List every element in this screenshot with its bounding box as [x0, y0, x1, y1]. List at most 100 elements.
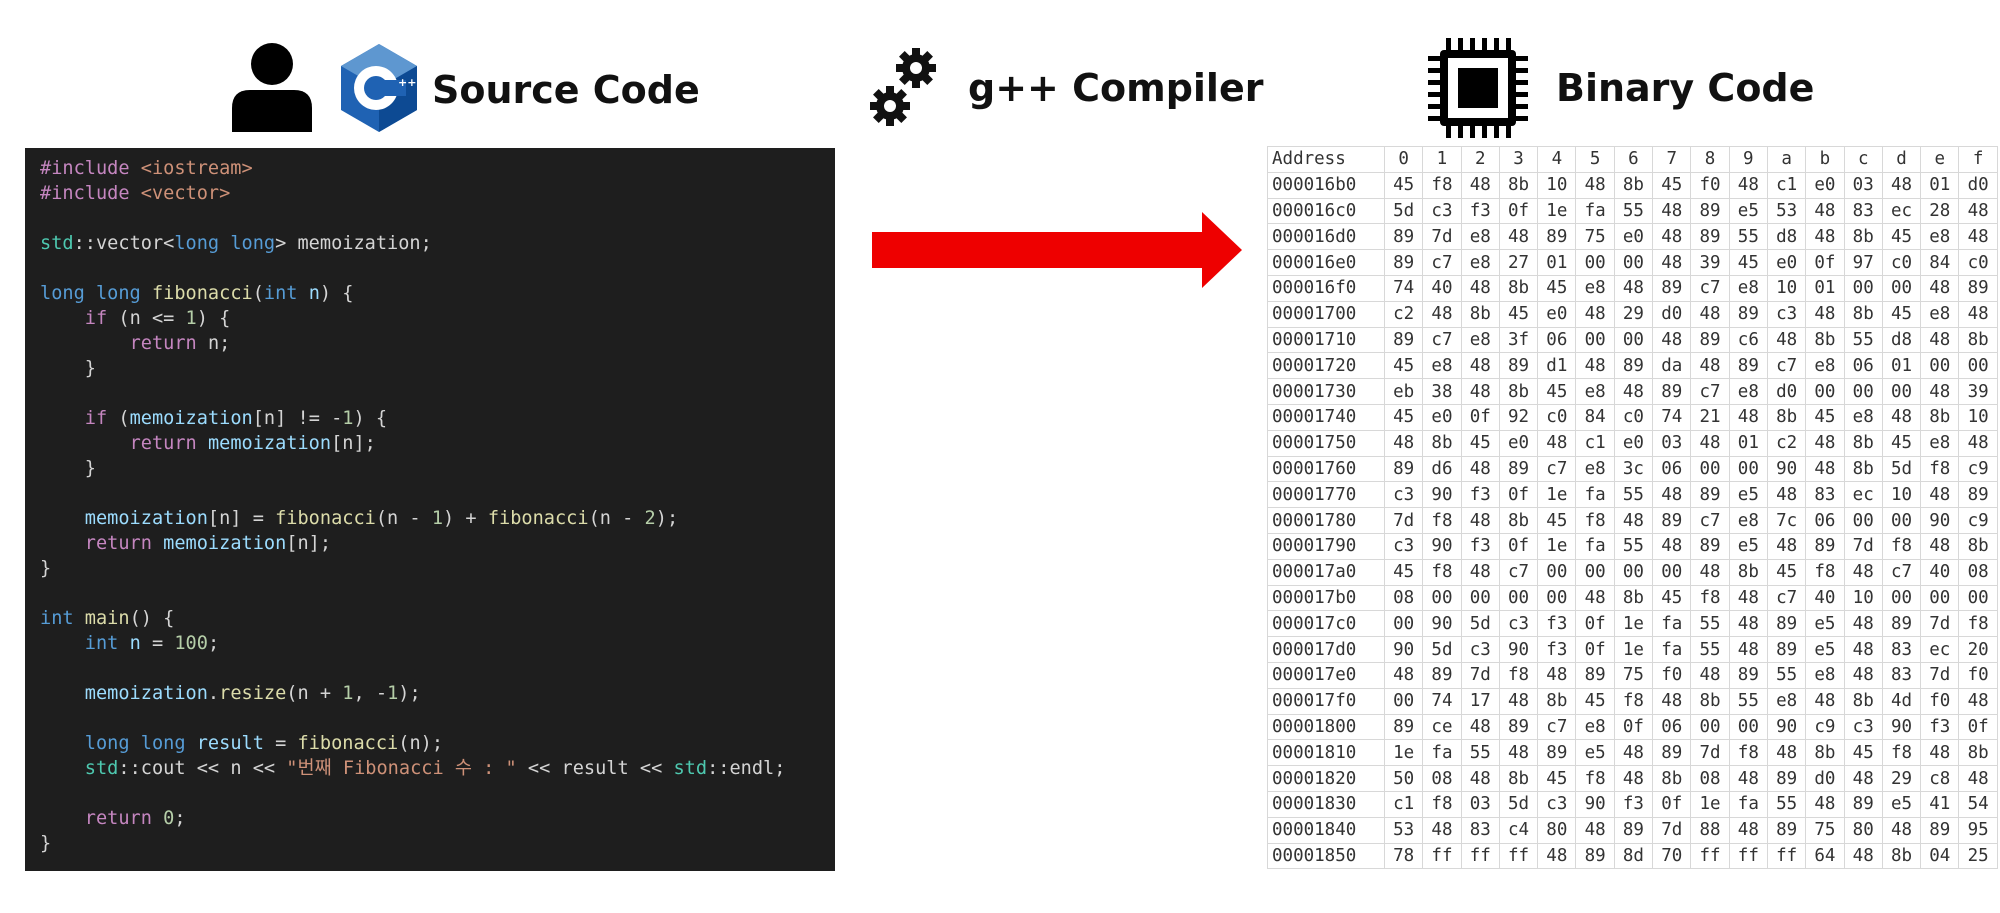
byte-cell: e8	[1422, 352, 1462, 380]
byte-cell: 03	[1843, 171, 1883, 199]
code-token: 0	[163, 808, 175, 829]
byte-cell: 48	[1843, 636, 1883, 663]
code-token: ;	[174, 808, 186, 829]
byte-cell: 20	[1958, 636, 1998, 663]
byte-cell: 48	[1843, 661, 1883, 689]
byte-cell: 48	[1575, 300, 1615, 328]
byte-cell: 55	[1460, 739, 1500, 767]
byte-cell: 00	[1537, 584, 1577, 612]
byte-cell: 7d	[1920, 610, 1960, 638]
byte-cell: 90	[1498, 636, 1539, 663]
byte-cell: 00	[1575, 326, 1615, 354]
byte-cell: 45	[1728, 249, 1768, 276]
byte-cell: 89	[1652, 274, 1692, 302]
address-cell: 000017b0	[1267, 584, 1385, 612]
byte-cell: e0	[1498, 429, 1539, 457]
byte-cell: c0	[1881, 249, 1922, 276]
byte-cell: 55	[1613, 197, 1654, 225]
byte-cell: 48	[1805, 300, 1845, 328]
byte-cell: e8	[1460, 326, 1500, 354]
code-token: 100	[174, 633, 208, 654]
byte-column-header: f	[1958, 146, 1998, 173]
byte-cell: ff	[1690, 842, 1730, 870]
byte-cell: 00	[1958, 584, 1998, 612]
byte-cell: f3	[1460, 197, 1500, 225]
byte-cell: 48	[1652, 326, 1692, 354]
byte-cell: e8	[1728, 378, 1768, 405]
code-line: }	[40, 558, 51, 579]
byte-cell: 48	[1805, 429, 1845, 457]
byte-cell: f3	[1537, 636, 1577, 663]
byte-cell: 89	[1652, 378, 1692, 405]
cpp-logo-icon: ++	[341, 44, 417, 132]
byte-cell: 90	[1766, 713, 1807, 741]
code-token: #include	[40, 158, 141, 179]
byte-column-header: 4	[1537, 146, 1577, 173]
right-arrow	[872, 212, 1242, 288]
code-token: [n];	[331, 433, 376, 454]
cpu-chip-icon	[1428, 38, 1528, 138]
byte-column-header: 3	[1498, 146, 1539, 173]
byte-cell: 89	[1575, 661, 1615, 689]
byte-cell: 74	[1383, 274, 1424, 302]
byte-cell: 00	[1690, 713, 1730, 741]
byte-cell: 48	[1920, 274, 1960, 302]
byte-cell: 3f	[1498, 326, 1539, 354]
code-token: =	[263, 733, 298, 754]
byte-cell: 45	[1537, 274, 1577, 302]
byte-cell: f3	[1920, 713, 1960, 741]
code-token: 1	[431, 508, 444, 529]
byte-cell: 89	[1766, 765, 1807, 792]
byte-cell: 00	[1498, 584, 1539, 612]
code-token: ::endl;	[707, 758, 786, 779]
code-token	[40, 308, 85, 329]
byte-cell: 48	[1843, 558, 1883, 586]
byte-cell: fa	[1422, 739, 1462, 767]
byte-cell: 89	[1383, 713, 1424, 741]
byte-cell: 48	[1728, 816, 1768, 844]
code-token: [n] != -	[252, 408, 343, 429]
byte-cell: e8	[1575, 713, 1615, 741]
code-token	[40, 333, 130, 354]
code-token: fibonacci	[151, 283, 253, 304]
byte-cell: 27	[1498, 249, 1539, 276]
code-token: memoization	[84, 508, 208, 529]
byte-cell: 83	[1805, 481, 1845, 509]
byte-cell: 00	[1537, 558, 1577, 586]
byte-cell: d0	[1958, 171, 1998, 199]
byte-cell: eb	[1383, 378, 1424, 405]
byte-cell: 48	[1690, 429, 1730, 457]
code-line: if (n <= 1) {	[40, 308, 231, 329]
code-line: return 0;	[40, 808, 186, 829]
byte-cell: 1e	[1690, 790, 1730, 818]
byte-cell: 45	[1383, 558, 1424, 586]
address-cell: 00001720	[1267, 352, 1385, 380]
byte-cell: e8	[1575, 274, 1615, 302]
byte-cell: 48	[1613, 765, 1654, 792]
byte-cell: 29	[1613, 300, 1654, 328]
byte-cell: ff	[1460, 842, 1500, 870]
byte-cell: f8	[1422, 171, 1462, 199]
byte-cell: 48	[1805, 790, 1845, 818]
code-token: n;	[207, 333, 231, 354]
byte-cell: e8	[1920, 429, 1960, 457]
address-cell: 00001840	[1267, 816, 1385, 844]
byte-cell: f8	[1498, 661, 1539, 689]
code-line: long long fibonacci(int n) {	[40, 283, 353, 304]
byte-cell: 89	[1383, 223, 1424, 251]
byte-cell: 7d	[1383, 507, 1424, 534]
byte-cell: 89	[1728, 661, 1768, 689]
byte-cell: ce	[1422, 713, 1462, 741]
byte-cell: c7	[1537, 455, 1577, 483]
byte-cell: c7	[1766, 352, 1807, 380]
byte-cell: 8b	[1958, 739, 1998, 767]
byte-cell: 74	[1652, 403, 1692, 431]
byte-cell: c9	[1958, 455, 1998, 483]
byte-cell: f0	[1690, 171, 1730, 199]
byte-cell: 06	[1843, 352, 1883, 380]
byte-cell: 00	[1575, 558, 1615, 586]
byte-cell: 48	[1690, 661, 1730, 689]
